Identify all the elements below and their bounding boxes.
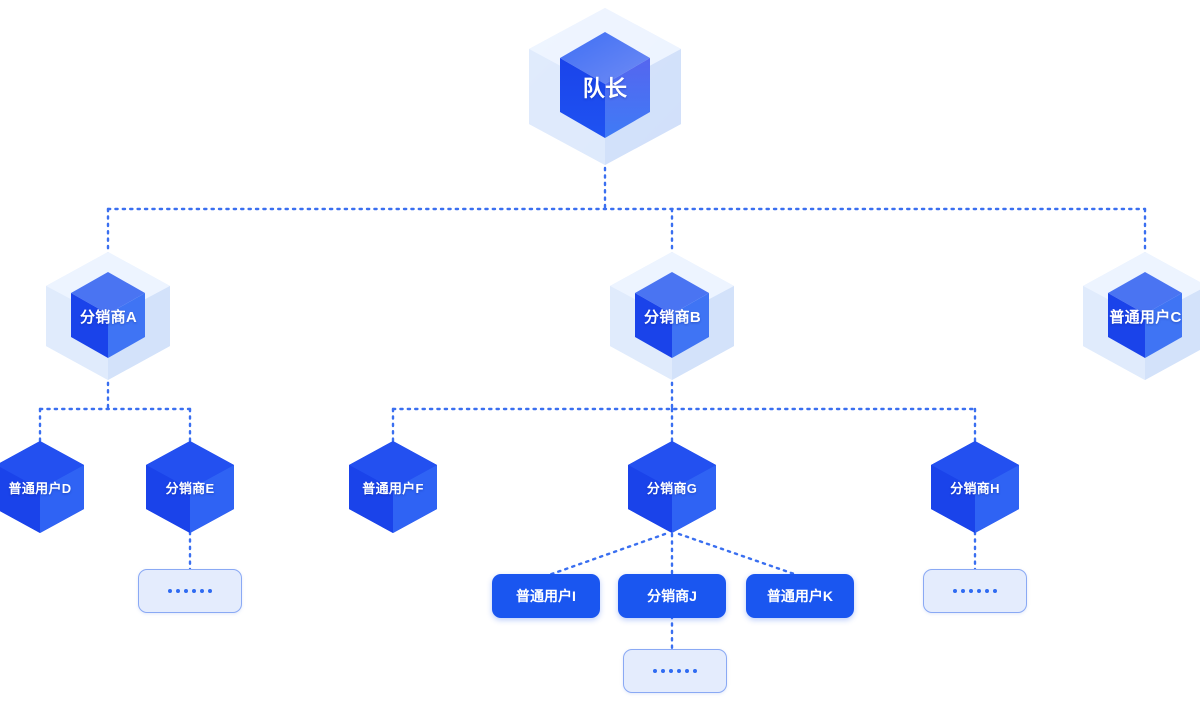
link-g-to-i <box>544 532 667 578</box>
node-distributor-b[interactable]: 分销商B <box>604 250 741 382</box>
ellipsis-dots <box>653 669 697 673</box>
node-distributor-g[interactable]: 分销商G <box>623 440 721 534</box>
card-label: 分销商J <box>647 588 697 604</box>
node-distributor-a[interactable]: 分销商A <box>40 250 177 382</box>
node-user-d[interactable]: 普通用户D <box>0 440 89 534</box>
ellipsis-dots <box>168 589 212 593</box>
ellipsis-card-under-e[interactable] <box>138 569 242 613</box>
ellipsis-dots <box>953 589 997 593</box>
link-g-to-k <box>677 532 802 578</box>
hex-cube <box>560 32 650 138</box>
node-distributor-j[interactable]: 分销商J <box>618 574 726 618</box>
node-distributor-h[interactable]: 分销商H <box>926 440 1024 534</box>
card-label: 普通用户I <box>516 588 576 604</box>
card-label: 普通用户K <box>766 588 834 604</box>
node-user-f[interactable]: 普通用户F <box>344 440 442 534</box>
node-captain[interactable]: 队长 <box>520 5 690 168</box>
node-distributor-e[interactable]: 分销商E <box>141 440 239 534</box>
ellipsis-card-under-h[interactable] <box>923 569 1027 613</box>
node-user-c[interactable]: 普通用户C <box>1077 250 1200 382</box>
ellipsis-card-under-j[interactable] <box>623 649 727 693</box>
node-user-i[interactable]: 普通用户I <box>492 574 600 618</box>
node-user-k[interactable]: 普通用户K <box>746 574 854 618</box>
